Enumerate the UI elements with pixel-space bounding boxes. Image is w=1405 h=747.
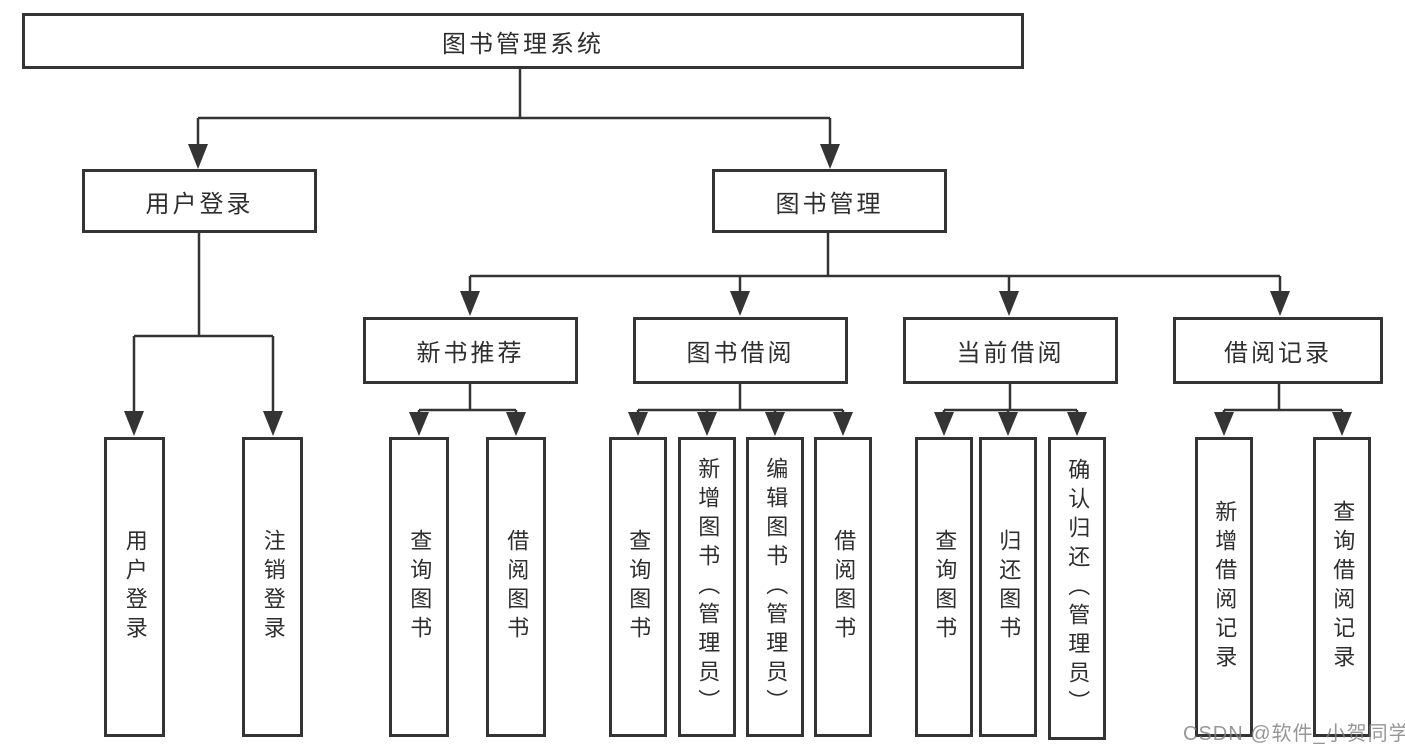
node-leaf-return-books: 归还图书	[979, 437, 1037, 737]
node-label: 图书管理系统	[442, 30, 604, 58]
node-label: 借阅图书	[831, 529, 857, 645]
node-new-book-recommendation: 新书推荐	[363, 317, 578, 384]
node-label: 查询图书	[626, 529, 652, 645]
node-label: 图书借阅	[686, 340, 795, 367]
node-library-management-system: 图书管理系统	[22, 13, 1024, 69]
node-label: 查询图书	[407, 529, 433, 645]
node-leaf-borrow-books-borrowing: 借阅图书	[814, 437, 872, 737]
connector-login-to-leaves	[132, 232, 275, 412]
node-label: 新增借阅记录	[1212, 500, 1238, 674]
node-leaf-logout: 注销登录	[242, 437, 303, 737]
node-leaf-add-borrow-record: 新增借阅记录	[1195, 437, 1253, 737]
connector-mgmt-to-level3	[468, 232, 1282, 292]
node-leaf-borrow-books-newrec: 借阅图书	[486, 437, 546, 737]
node-book-management: 图书管理	[712, 169, 947, 233]
node-leaf-edit-books-admin: 编辑图书（管理员）	[746, 437, 804, 737]
node-label: 当前借阅	[956, 340, 1065, 367]
node-label: 图书管理	[775, 190, 884, 218]
node-current-borrowing: 当前借阅	[903, 317, 1118, 384]
node-leaf-user-login: 用户登录	[104, 437, 165, 737]
node-label: 借阅记录	[1224, 340, 1332, 367]
node-label: 注销登录	[260, 529, 286, 645]
connector-newbookrec-to-leaves	[417, 383, 518, 413]
node-label: 新增图书（管理员）	[695, 456, 721, 718]
node-label: 用户登录	[122, 529, 148, 645]
node-label: 确认归还（管理员）	[1065, 458, 1091, 719]
node-book-borrowing: 图书借阅	[633, 317, 848, 384]
node-label: 编辑图书（管理员）	[763, 456, 789, 718]
node-label: 借阅图书	[504, 529, 530, 645]
node-leaf-confirm-return-admin: 确认归还（管理员）	[1048, 437, 1106, 740]
node-label: 查询借阅记录	[1330, 500, 1356, 674]
node-label: 归还图书	[996, 529, 1022, 645]
connector-bookborrow-to-leaves	[636, 383, 845, 413]
node-user-login-group: 用户登录	[82, 169, 317, 233]
node-label: 用户登录	[145, 190, 254, 218]
connector-borrowrecords-to-leaves	[1222, 383, 1344, 413]
node-leaf-query-books-newrec: 查询图书	[389, 437, 449, 737]
node-borrowing-records: 借阅记录	[1173, 317, 1383, 384]
connector-currentborrow-to-leaves	[942, 383, 1079, 413]
node-leaf-query-books-current: 查询图书	[915, 437, 973, 737]
arrowheads	[124, 144, 1352, 436]
node-leaf-query-books-borrowing: 查询图书	[609, 437, 667, 737]
connector-root-to-level2	[196, 68, 832, 146]
node-leaf-query-borrow-record: 查询借阅记录	[1313, 437, 1371, 737]
node-label: 查询图书	[932, 529, 958, 645]
node-label: 新书推荐	[416, 340, 525, 367]
node-leaf-add-books-admin: 新增图书（管理员）	[678, 437, 736, 737]
